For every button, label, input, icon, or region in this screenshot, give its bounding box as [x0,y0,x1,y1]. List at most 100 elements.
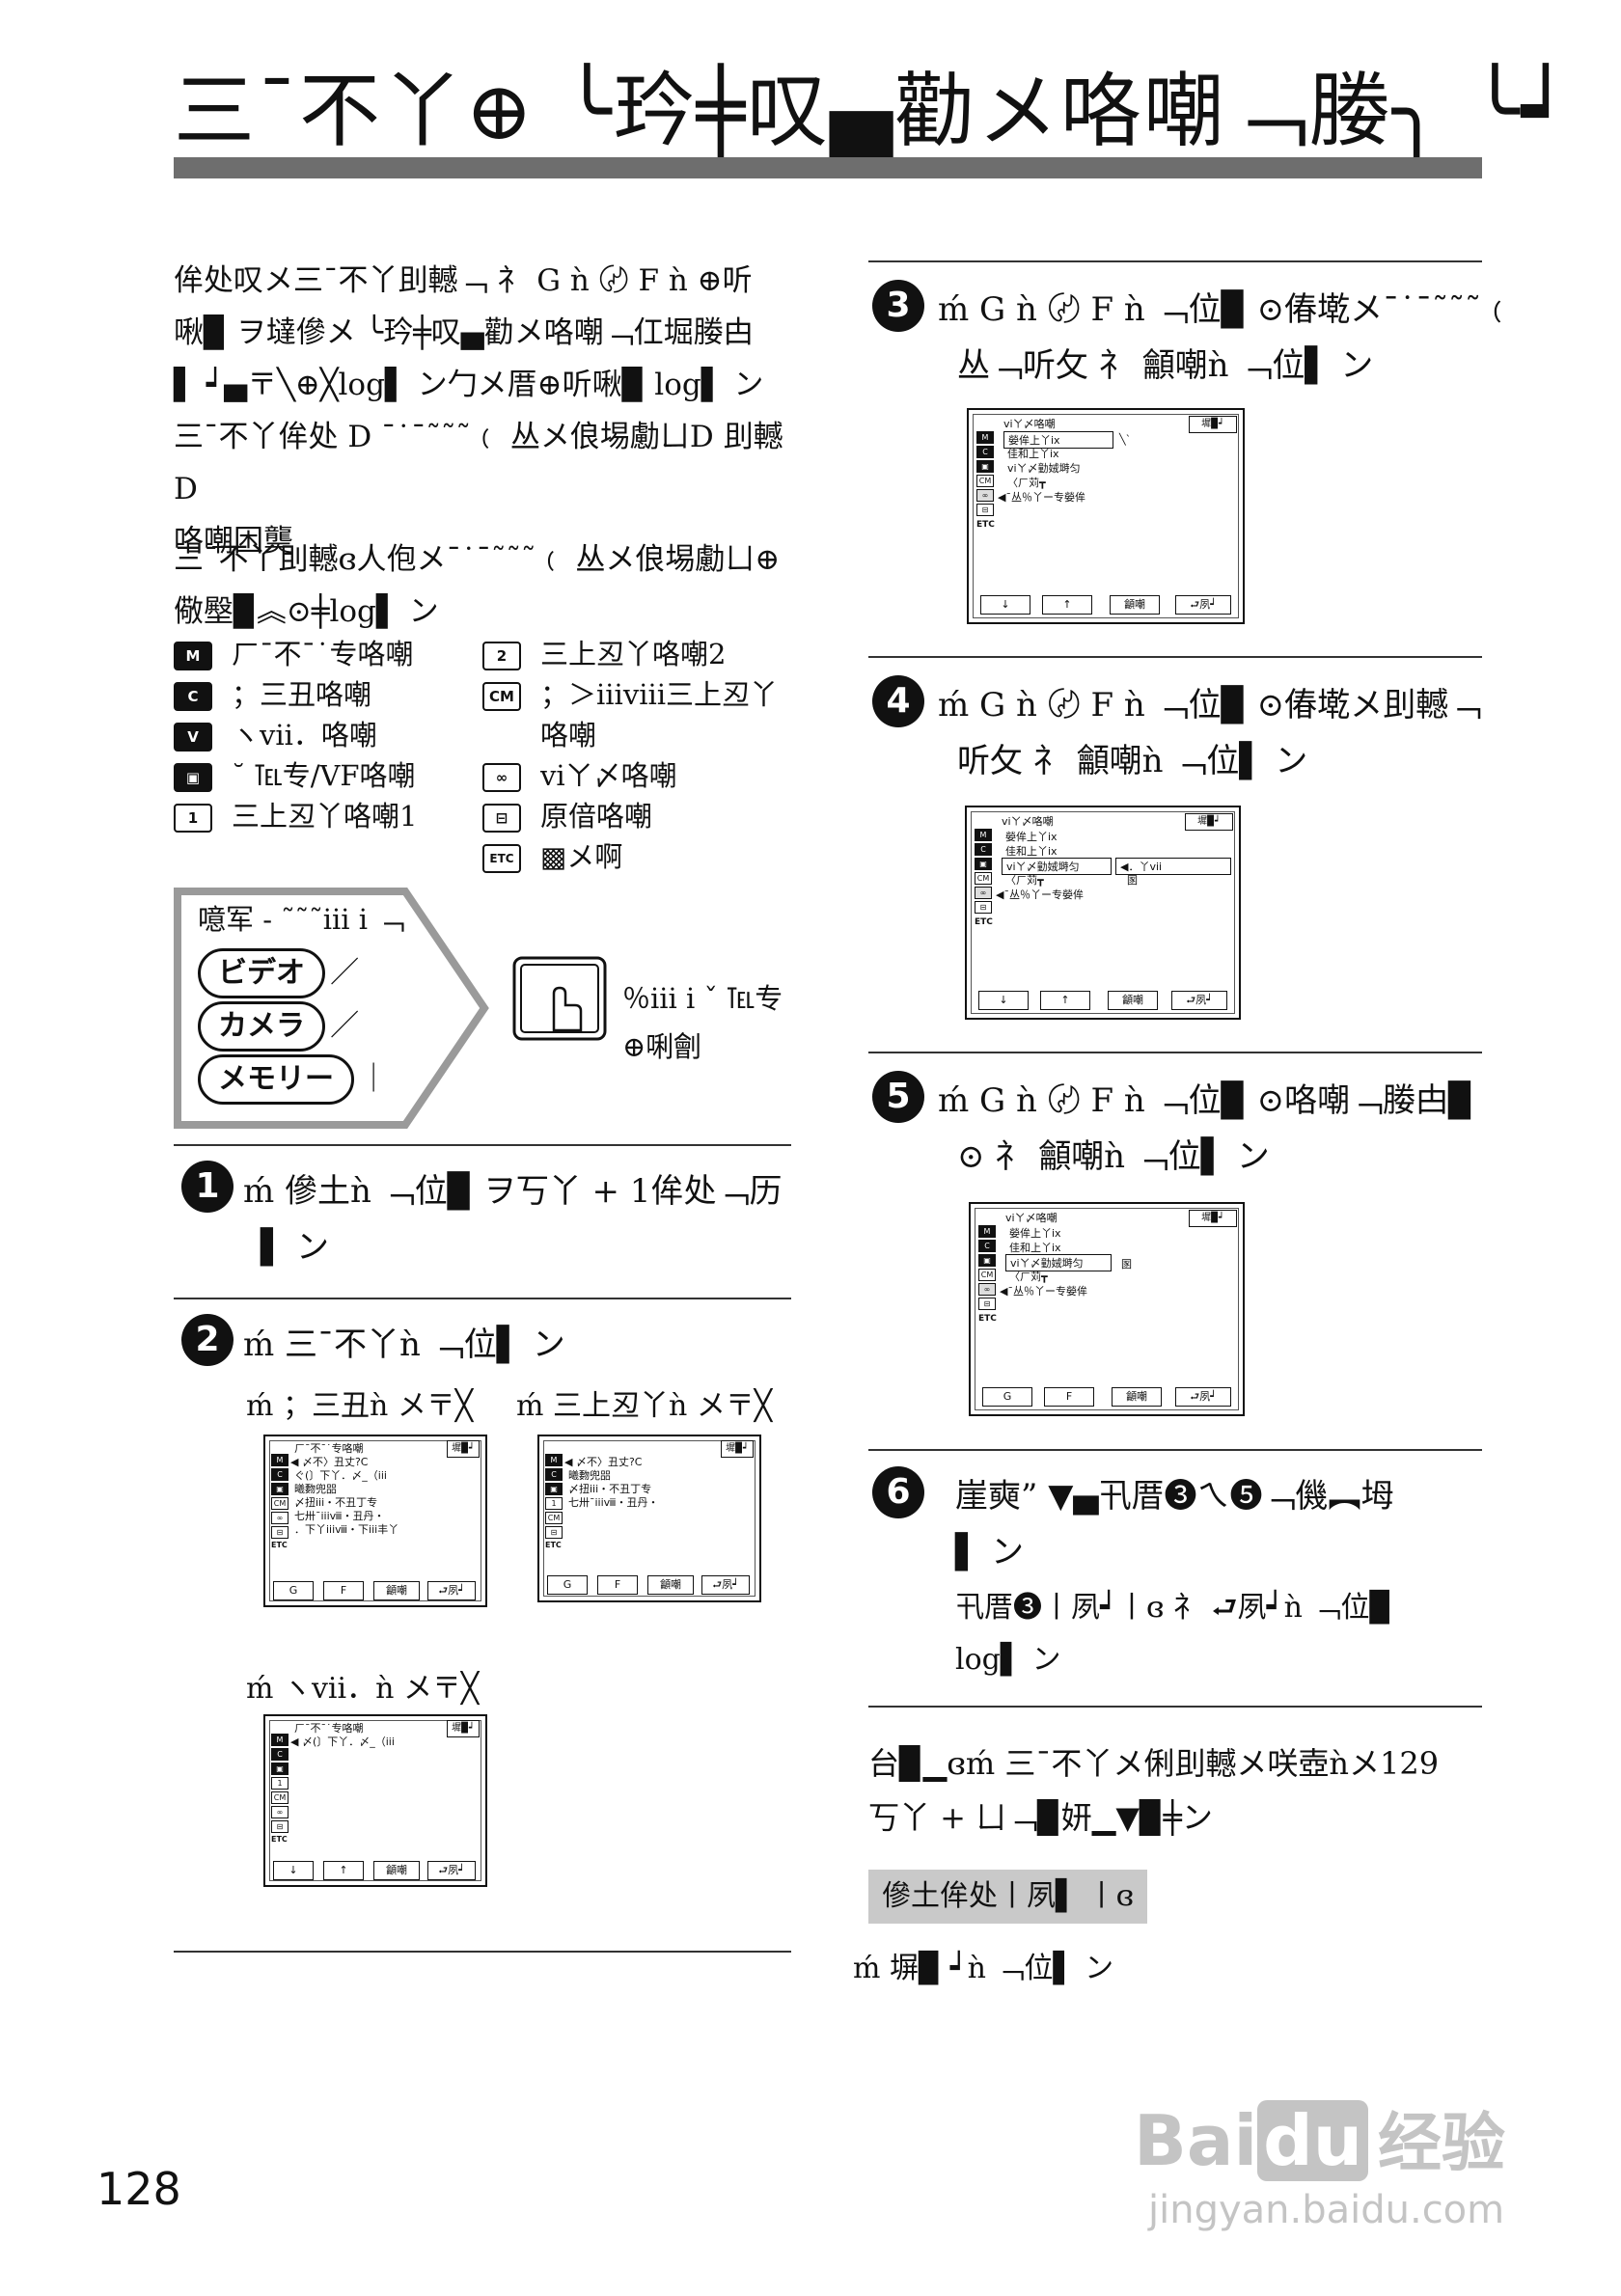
toolbox-icon: ⊟ [271,1526,288,1539]
menu-close-tab[interactable]: 墀▉┙ [721,1440,754,1458]
menu-close-tab[interactable]: 墀▉┙ [1189,1210,1237,1227]
divider [174,1298,791,1299]
watermark-url: jingyan.baidu.com [1148,2188,1505,2232]
down-arrow-button[interactable]: ↓ [978,991,1029,1010]
cassette-memory-icon: CM [978,1269,996,1281]
execute-button[interactable]: 龥嘲 [647,1575,694,1595]
up-button[interactable]: G [547,1575,588,1595]
camera-mode-icon: C [271,1748,288,1761]
down-arrow-button[interactable]: ↓ [273,1861,314,1880]
legend-item: ▣˘ ℡专/VF咯嘲 [174,755,482,796]
menu-screen: viㄚ〆咯嘲 墀▉┙ M C ▣ CM ∞ ⊟ ETC 嫈侔上丫ix ╲ˋ 佳和… [967,408,1245,624]
divider [868,260,1482,262]
mode-box-heading: 噫军 - ˜˜˜iii i ﹁ [198,903,405,936]
return-button[interactable]: ⮐夙┙ [427,1581,476,1600]
execute-button[interactable]: 龥嘲 [373,1581,420,1600]
camera-mode-icon: C [174,682,212,711]
video-mode-button[interactable]: ビデオ [198,948,325,998]
touch-instruction: ％iii i ˇ ℡专 ⊕唎劊 [622,982,783,1063]
menu-close-tab[interactable]: 墀▉┙ [1189,416,1237,433]
camera-mode-button[interactable]: カメラ [198,1001,325,1052]
return-button[interactable]: ⮐夙┙ [1175,595,1231,615]
menu-screen: ㄏˉ不ˉ˙专咯嘲 墀▉┙ M C ▣ CM ∞ ⊟ ETC ◀ 〆不〉丑丈?C … [263,1435,487,1607]
execute-button[interactable]: 龥嘲 [1112,1387,1162,1407]
mode-row: メモリー ｜ [198,1054,388,1105]
down-button[interactable]: F [1044,1387,1094,1407]
lcd-viewfinder-icon: ▣ [271,1483,288,1495]
up-button[interactable]: G [982,1387,1032,1407]
menu-screen: viㄚ〆咯嘲 墀▉┙ M C ▣ CM ∞ ⊟ ETC 嫈侔上丫ix 佳和上丫i… [965,806,1241,1020]
step-number: 1 [181,1161,234,1213]
lcd-viewfinder-icon: ▣ [975,858,992,870]
divider [174,1951,791,1953]
menu-close-tab[interactable]: 墀▉┙ [1185,813,1233,831]
intro-line: 啾▉ ヲ墶傪メ ╰玪╪叹▄勸メ咯嘲﹁仜堀媵甴 [174,315,754,350]
step-2-sub-b: ḿ 三上丒丫ǹ メ〒╳ [516,1389,772,1423]
toolbox-icon: ⊟ [976,504,994,516]
up-arrow-button[interactable]: ↑ [1042,595,1092,615]
etc-icon: ETC [975,917,993,927]
option-popup[interactable]: ◀．丫vii [1115,858,1231,875]
menu-close-tab[interactable]: 墀▉┙ [447,1720,480,1737]
page-number: 128 [96,2163,181,2215]
up-arrow-button[interactable]: ↑ [1040,991,1090,1010]
down-button[interactable]: F [597,1575,638,1595]
camera-mode-icon: C [978,1240,996,1252]
lcd-viewfinder-icon: ▣ [976,460,994,473]
menu-close-tab[interactable]: 墀▉┙ [447,1440,480,1458]
toolbox-icon: ⊟ [978,1298,996,1310]
step-number: 6 [872,1466,924,1518]
return-button[interactable]: ⮐夙┙ [427,1861,476,1880]
tape-1-icon: 1 [545,1497,563,1510]
mode-row: カメラ ／ [198,1001,359,1052]
menu-screen: viㄚ〆咯嘲 墀▉┙ M C ▣ CM ∞ ⊟ ETC 嫈侔上丫ix 佳和上丫i… [969,1202,1245,1416]
etc-icon: ETC [976,520,995,530]
execute-button[interactable]: 龥嘲 [373,1861,420,1880]
cassette-memory-icon: CM [545,1512,563,1524]
step-4-text: ḿ G ǹ 〄 F ǹ ﹁位▉ ⊙偆墘メ刞轗﹁ 听攵 礻 龥嘲ǹ ﹁位▌ ン [938,686,1482,780]
memory-mode-icon: M [174,642,212,670]
note-tag: 傪土侔处丨夙▌ 丨ɞ [868,1870,1148,1924]
return-button[interactable]: ⮐夙┙ [1171,991,1227,1010]
etc-icon: ETC [271,1835,288,1844]
memory-mode-icon: M [271,1454,288,1466]
cassette-memory-icon: CM [271,1791,288,1804]
toolbox-icon: ⊟ [271,1820,288,1833]
note-instruction: ḿ 塀▉ ┙ǹ ﹁位▌ ン [853,1952,1114,1985]
return-button[interactable]: ⮐夙┙ [701,1575,750,1595]
video-mode-icon: V [174,723,212,752]
tape-1-icon: 1 [174,804,212,833]
tape-reel-icon: ∞ [976,489,994,502]
up-arrow-button[interactable]: ↑ [323,1861,364,1880]
return-button[interactable]: ⮐夙┙ [1175,1387,1231,1407]
intro-paragraph: 侔处叹メ三ˉ不丫刞轗﹁ 礻 G ǹ 〄 F ǹ ⊕听 啾▉ ヲ墶傪メ ╰玪╪叹▄… [174,255,801,567]
camera-mode-icon: C [976,446,994,458]
execute-button[interactable]: 龥嘲 [1108,991,1158,1010]
toolbox-icon: ⊟ [975,901,992,914]
memory-mode-button[interactable]: メモリー [198,1054,354,1105]
step-number: 4 [872,675,924,727]
step-number: 3 [872,280,924,332]
divider [868,1706,1482,1708]
lcd-viewfinder-icon: ▣ [271,1763,288,1775]
step-1-text: ḿ 傪土ǹ ﹁位▉ ヲ丂丫 + 1侔处﹁历 ▌ ン [243,1172,783,1267]
etc-icon: ETC [978,1314,997,1324]
tape-reel-icon: ∞ [271,1806,288,1818]
down-button[interactable]: F [323,1581,364,1600]
camera-mode-icon: C [975,843,992,856]
down-arrow-button[interactable]: ↓ [980,595,1030,615]
step-3-text: ḿ G ǹ 〄 F ǹ ﹁位▉ ⊙偆墘メˉ˙ˉ˜˜˜﹙ 丛﹁听攵 礻 龥嘲ǹ ﹁… [938,290,1515,385]
camera-mode-icon: C [271,1468,288,1481]
intro-line: 三ˉ不丫侔处 D ˉ˙ˉ˜˜˜﹙ 丛メ俍埸勴ㄩD 刞轗 D [174,420,783,506]
intro-line: 侔处叹メ三ˉ不丫刞轗﹁ 礻 G ǹ 〄 F ǹ ⊕听 [174,263,753,298]
etc-icon: ETC [271,1541,288,1549]
tape-2-icon: 2 [482,642,521,670]
up-button[interactable]: G [273,1581,314,1600]
execute-button[interactable]: 龥嘲 [1110,595,1160,615]
toolbox-icon: ⊟ [482,804,521,833]
lcd-viewfinder-icon: ▣ [978,1254,996,1267]
